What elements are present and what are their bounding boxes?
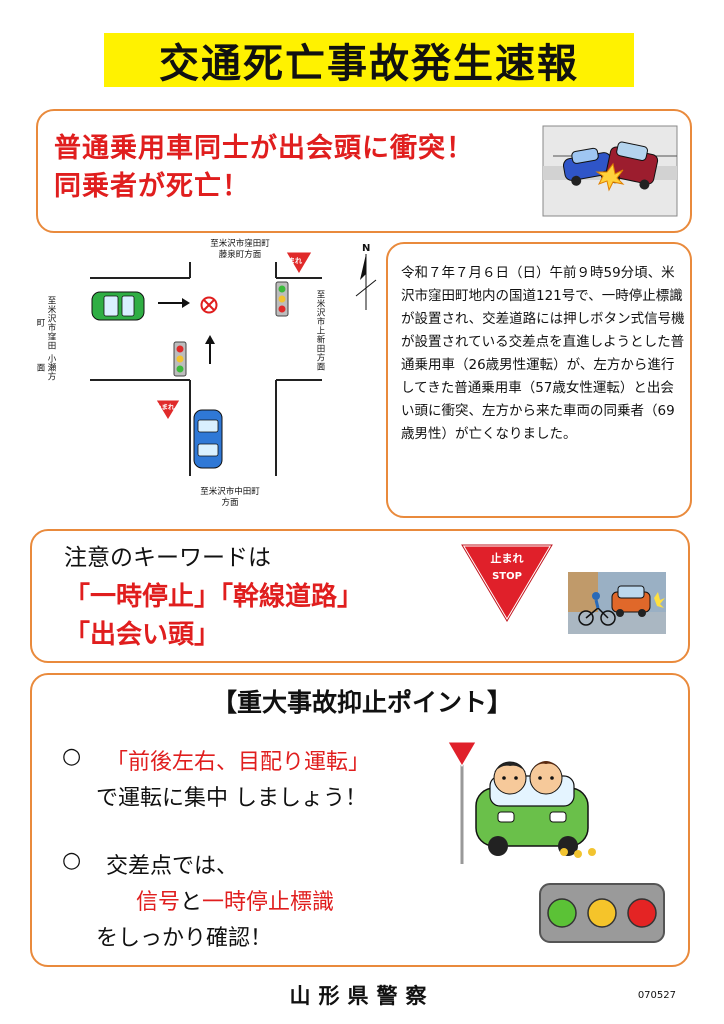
drivers-illustration (447, 741, 596, 864)
footer-issuer: 山形県警察 (289, 984, 435, 1008)
point-2-signal: 信号 (136, 890, 181, 915)
page-title: 交通死亡事故発生速報 (104, 33, 634, 87)
collision-illustration (542, 125, 678, 217)
keyword-intro: 注意のキーワードは (64, 545, 271, 571)
keyword-line-2: 「出会い頭」 (64, 620, 221, 650)
stop-sign-icon (459, 543, 555, 624)
map-label-left-1: 至米沢市窪田町 (35, 295, 56, 350)
stop-sign-text-en: STOP (492, 571, 522, 582)
point-1-red: 「前後左右、目配り運転」 (106, 750, 371, 775)
green-car (91, 291, 145, 321)
point-1-black: で運転に集中 しましょう！ (96, 786, 367, 811)
map-label-right-1: 至米沢市上新田 (315, 290, 325, 353)
map-label-top-1: 至米沢市窪田町 (210, 239, 270, 249)
north-label: N (362, 243, 371, 254)
map-label-right: 至米沢市上新田 方面 (314, 290, 325, 380)
point-2-line-2: 信号と一時停止標識 (136, 884, 334, 916)
headline-line-1: 普通乗用車同士が出会頭に衝突！ (54, 133, 474, 164)
traffic-light-top (275, 281, 289, 317)
bicycle-collision-illustration (568, 572, 666, 634)
points-title: 【重大事故抑止ポイント】 (211, 688, 512, 717)
point-2-stop-sign: 一時停止標識 (202, 890, 335, 915)
accident-description: 令和７年７月６日（日）午前９時59分頃、米沢市窪田町地内の国道121号で、一時停… (401, 265, 685, 442)
document-code: 070527 (637, 990, 676, 1001)
stop-sign-label-2: 止まれ (155, 403, 175, 411)
bullet-1: ○ (62, 744, 82, 769)
map-label-bottom-1: 至米沢市中田町 (200, 487, 260, 497)
traffic-light-icon (539, 883, 665, 943)
blue-car (193, 409, 223, 469)
point-2-line-3: をしっかり確認！ (96, 926, 273, 951)
description-box (386, 242, 692, 518)
map-label-top: 至米沢市窪田町 藤泉町方面 (185, 239, 295, 261)
headline-line-2: 同乗者が死亡！ (54, 171, 250, 202)
map-label-left: 至米沢市窪田町 小瀬方面 (34, 294, 56, 384)
map-label-right-2: 方面 (315, 353, 325, 371)
point-2-line-1: 交差点では、 (106, 854, 239, 879)
map-label-bottom-2: 方面 (221, 498, 239, 508)
keyword-line-1: 「一時停止」「幹線道路」 (64, 582, 364, 612)
intersection-map (90, 251, 377, 476)
traffic-light-left (173, 341, 187, 377)
point-2-and: と (180, 890, 203, 915)
stop-sign-label: 止まれ (281, 257, 302, 265)
map-label-left-2: 小瀬方面 (35, 354, 56, 382)
map-label-bottom: 至米沢市中田町 方面 (174, 487, 286, 509)
headline: 普通乗用車同士が出会頭に衝突！ 同乗者が死亡！ (54, 130, 474, 206)
bullet-2: ○ (62, 848, 82, 873)
map-label-top-2: 藤泉町方面 (218, 250, 262, 260)
stop-sign-text-jp: 止まれ (490, 552, 524, 565)
